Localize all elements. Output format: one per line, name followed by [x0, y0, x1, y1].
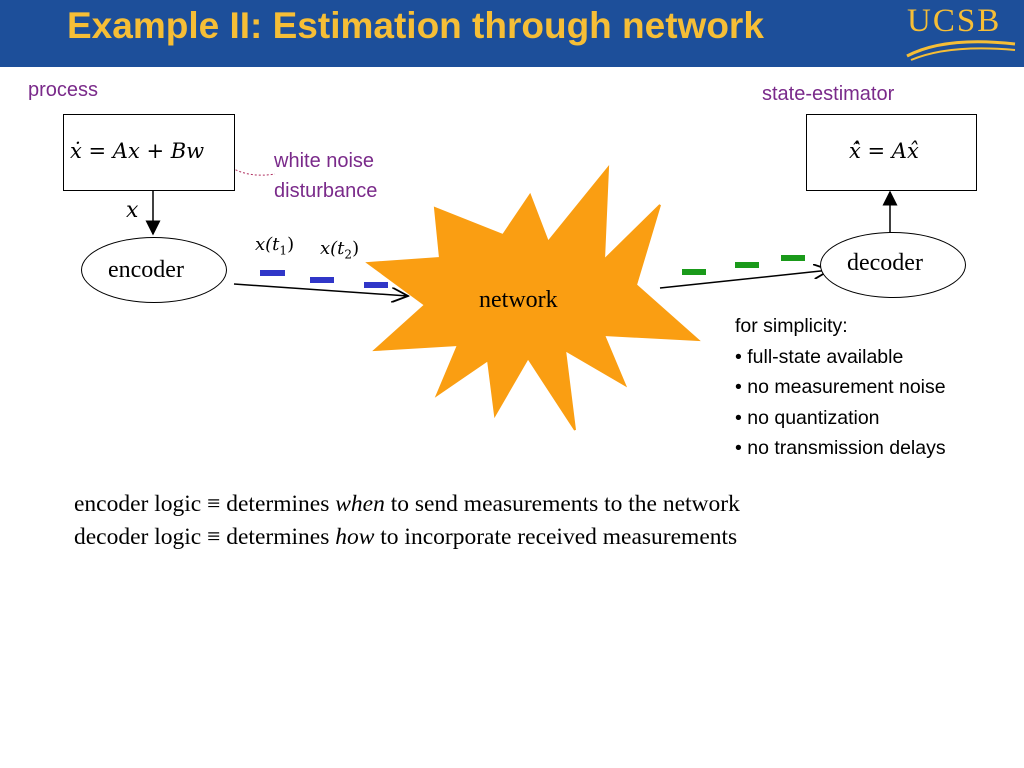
- network-to-decoder-arrow: [659, 270, 830, 289]
- slide-header: Example II: Estimation through network U…: [0, 0, 1024, 67]
- simplicity-item: • full-state available: [735, 345, 904, 368]
- noise-label-line1: white noise: [274, 150, 375, 172]
- simplicity-heading: for simplicity:: [735, 315, 848, 337]
- estimator-label: state-estimator: [762, 83, 895, 105]
- encoder-logic-pre: encoder logic ≡ determines: [74, 491, 336, 517]
- encoder-to-network-arrow: [233, 283, 408, 296]
- network-label: network: [479, 287, 558, 313]
- packet1-close: ): [287, 234, 295, 255]
- simplicity-item: • no measurement noise: [735, 376, 946, 398]
- encoder-logic-post: to send measurements to the network: [384, 491, 740, 517]
- simplicity-item: • no transmission delays: [735, 437, 946, 459]
- decoder-logic-em: how: [335, 524, 375, 550]
- packet2-sub: 2: [344, 247, 353, 262]
- decoder-logic-pre: decoder logic ≡ determines: [74, 524, 336, 550]
- packet2-text: x(t: [320, 238, 345, 259]
- slide-title: Example II: Estimation through network: [67, 5, 764, 46]
- estimator-equation: x̂̇ = Ax̂: [849, 139, 919, 163]
- simplicity-item: • no quantization: [735, 406, 880, 429]
- decoder-logic-line: decoder logic ≡ determines how to incorp…: [74, 521, 740, 554]
- process-box: ẋ = Ax + Bw: [63, 114, 235, 191]
- logo-swoosh-icon: [906, 40, 1016, 61]
- packet2-label: x(t2): [320, 238, 359, 262]
- encoder-logic-line: encoder logic ≡ determines when to send …: [74, 488, 740, 521]
- noise-connector-line: [231, 167, 276, 176]
- noise-label-line2: disturbance: [274, 180, 378, 202]
- decoder-label: decoder: [847, 250, 923, 276]
- process-equation: ẋ = Ax + Bw: [70, 139, 205, 163]
- estimator-box: x̂̇ = Ax̂: [806, 114, 977, 191]
- logic-text: encoder logic ≡ determines when to send …: [74, 488, 740, 554]
- process-label: process: [28, 79, 99, 101]
- packet1-sub: 1: [279, 243, 288, 258]
- noise-label: white noise disturbance: [274, 146, 377, 206]
- signal-x-label: x: [126, 198, 139, 223]
- simplicity-notes: for simplicity: • full-state available •…: [735, 311, 946, 464]
- packet1-label: x(t1): [255, 234, 294, 258]
- logo-text: UCSB: [907, 3, 1002, 39]
- ucsb-logo: UCSB: [905, 3, 1017, 62]
- encoder-label: encoder: [108, 257, 184, 283]
- encoder-node: [81, 237, 227, 303]
- decoder-node: [820, 232, 966, 298]
- packet2-close: ): [352, 238, 360, 259]
- network-burst-shape: [365, 165, 701, 431]
- decoder-logic-post: to incorporate received measurements: [374, 524, 738, 550]
- packet1-text: x(t: [255, 234, 280, 255]
- encoder-logic-em: when: [335, 491, 385, 517]
